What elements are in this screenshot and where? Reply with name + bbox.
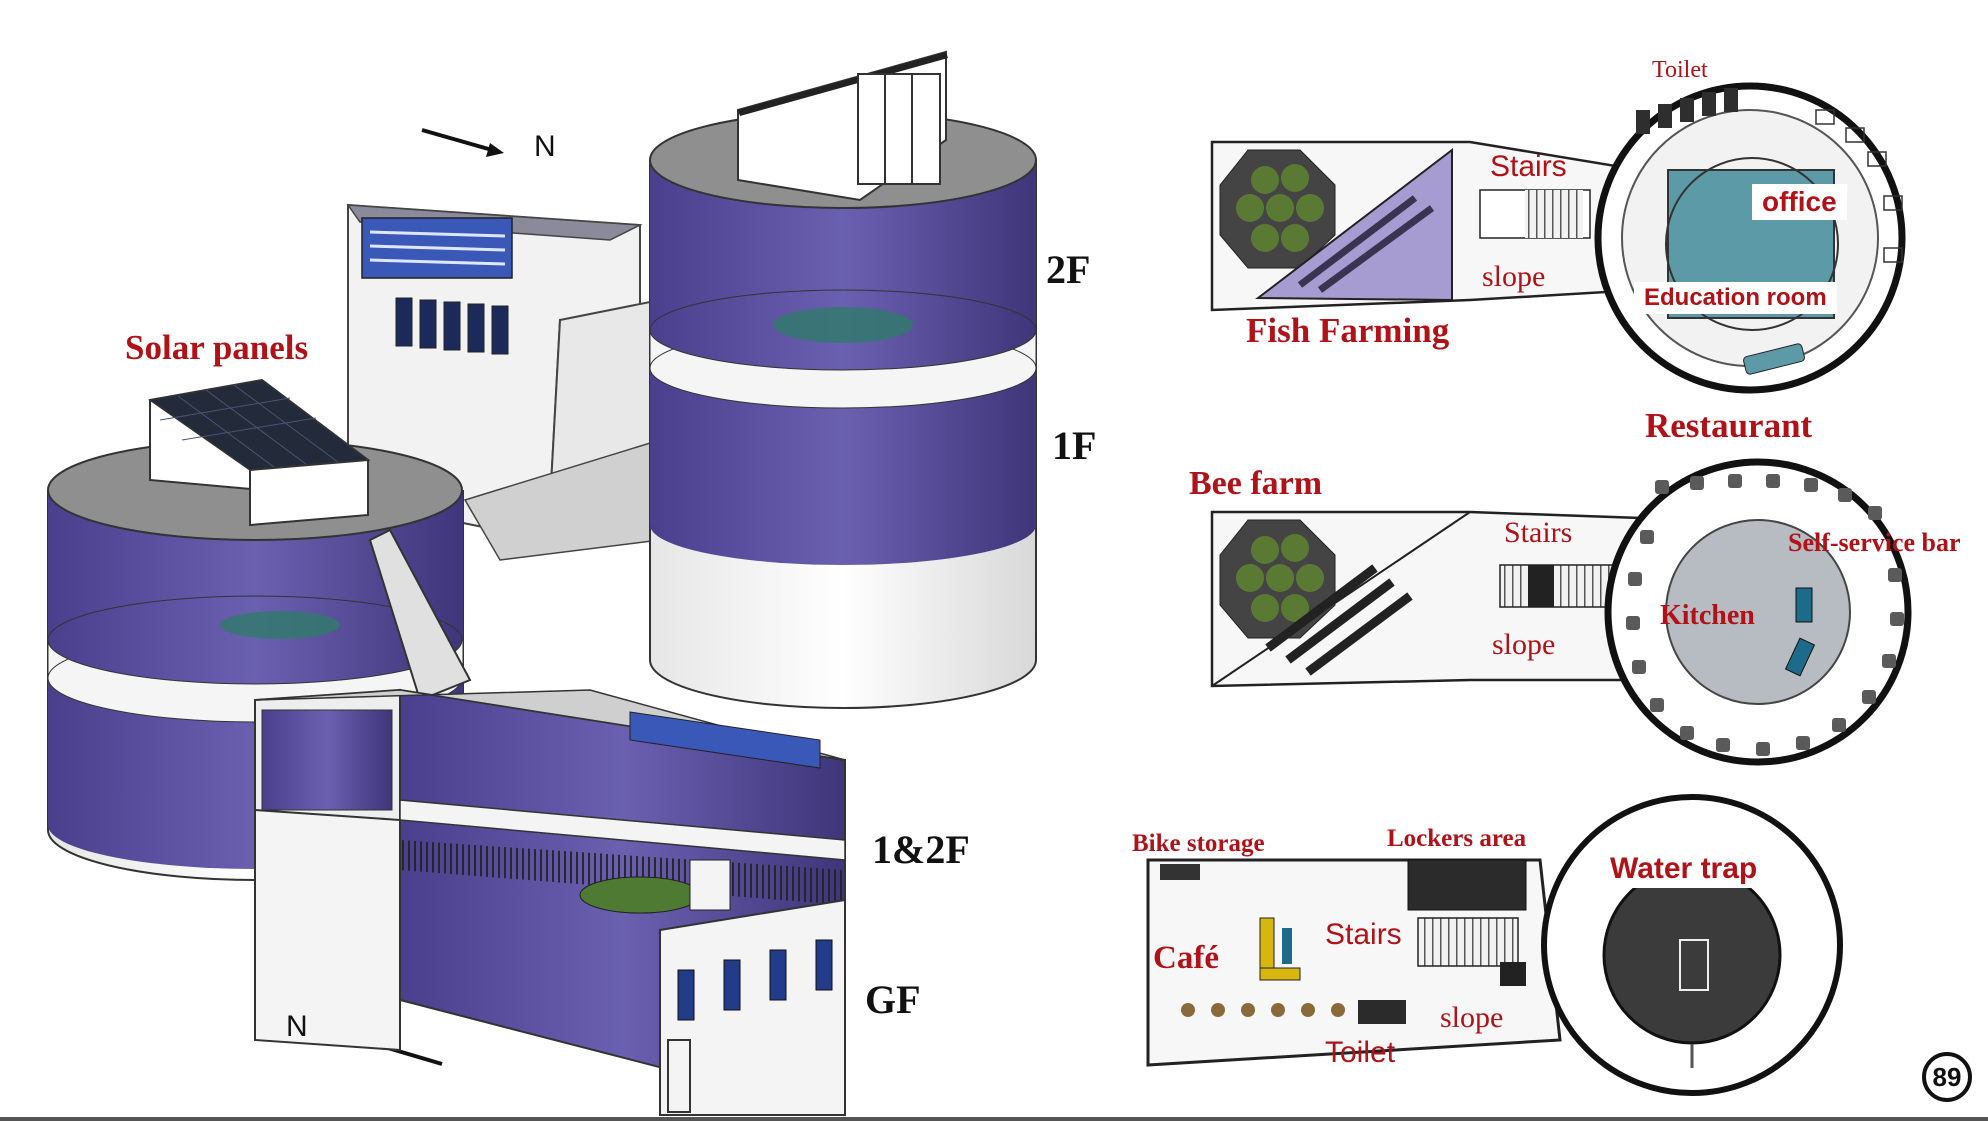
compass-label-top: N [534, 130, 556, 163]
floor-label-gf: GF [865, 977, 921, 1022]
floor-label-2f: 2F [1046, 247, 1091, 292]
fish-farming-label: Fish Farming [1246, 311, 1450, 350]
plan-1f [1210, 458, 1912, 766]
bottom-divider [0, 1117, 1988, 1121]
slope-label-1f: slope [1492, 628, 1556, 661]
restaurant-label: Restaurant [1645, 406, 1813, 445]
office-desks-icon [1815, 109, 1903, 263]
self-service-bar-label: Self-service bar [1788, 528, 1961, 557]
education-room-label: Education room [1634, 282, 1837, 314]
kitchen-label: Kitchen [1660, 600, 1755, 631]
cafe-tables-icon [1181, 1003, 1345, 1017]
cafe-counter-icon [1259, 917, 1301, 981]
bee-hive-planter-icon [1219, 519, 1336, 639]
right-cylinder-tower [649, 50, 1037, 709]
compass-label-bottom: N [286, 1010, 308, 1043]
restaurant-tables-icon [1626, 474, 1904, 756]
fish-tank-planter-icon [1219, 149, 1336, 269]
floor-label-1-2f: 1&2F [872, 827, 970, 872]
stairs-label-gf: Stairs [1325, 918, 1402, 951]
cafe-label: Café [1153, 940, 1219, 976]
toilet-label-gf: Toilet [1325, 1036, 1396, 1069]
stairs-label-1f: Stairs [1504, 516, 1573, 549]
front-block [254, 688, 846, 1117]
floor-label-1f: 1F [1052, 423, 1097, 468]
toilet-label-2f: Toilet [1652, 57, 1708, 83]
stairs-label-2f: Stairs [1490, 150, 1567, 183]
bike-storage-label: Bike storage [1132, 830, 1265, 857]
solar-panels-label: Solar panels [125, 328, 309, 367]
page-number-badge: 89 [1922, 1052, 1972, 1102]
office-label: office [1752, 184, 1847, 220]
self-service-bar-counter-icon [1784, 587, 1816, 677]
upper-connector-block [346, 203, 661, 561]
ramp [368, 528, 472, 702]
lockers-area-label: Lockers area [1387, 825, 1527, 852]
water-trap-label: Water trap [1600, 850, 1768, 888]
toilet-cubicles-icon [1636, 88, 1738, 134]
slope-label-gf: slope [1440, 1001, 1504, 1034]
rooftop-garden-icon [579, 859, 731, 914]
slope-label-2f: slope [1482, 260, 1546, 293]
bee-farm-label: Bee farm [1189, 465, 1323, 502]
compass-arrow-top-icon [421, 128, 504, 157]
